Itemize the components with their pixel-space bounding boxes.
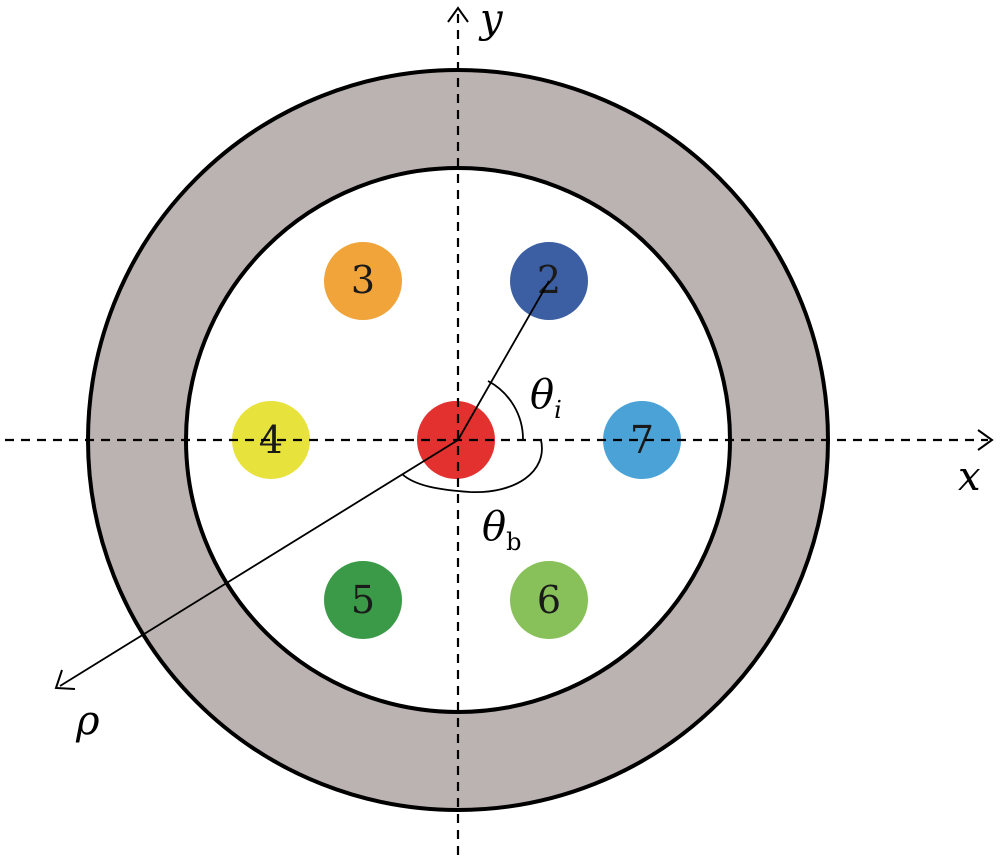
theta-b-arc <box>401 439 543 493</box>
rho-arrowhead <box>54 669 76 690</box>
y-axis-label: y <box>478 0 504 42</box>
theta-b-label: θb <box>482 504 521 556</box>
x-axis-label: x <box>958 454 981 500</box>
rho-label: ρ <box>75 698 100 744</box>
x-axis-arrowhead <box>977 429 994 451</box>
core-5 <box>324 561 402 639</box>
core-5-label: 5 <box>351 578 375 622</box>
core-7 <box>603 401 681 479</box>
rho-ray <box>59 439 459 687</box>
y-axis-arrowhead <box>447 6 469 23</box>
core-3 <box>324 242 402 320</box>
core-4 <box>232 401 310 479</box>
core-6 <box>510 561 588 639</box>
theta-i-ray <box>457 280 550 441</box>
core-3-label: 3 <box>351 258 375 302</box>
core-6-label: 6 <box>537 578 561 622</box>
theta-i-arc <box>487 380 524 441</box>
theta-i-label: θi <box>530 372 562 424</box>
